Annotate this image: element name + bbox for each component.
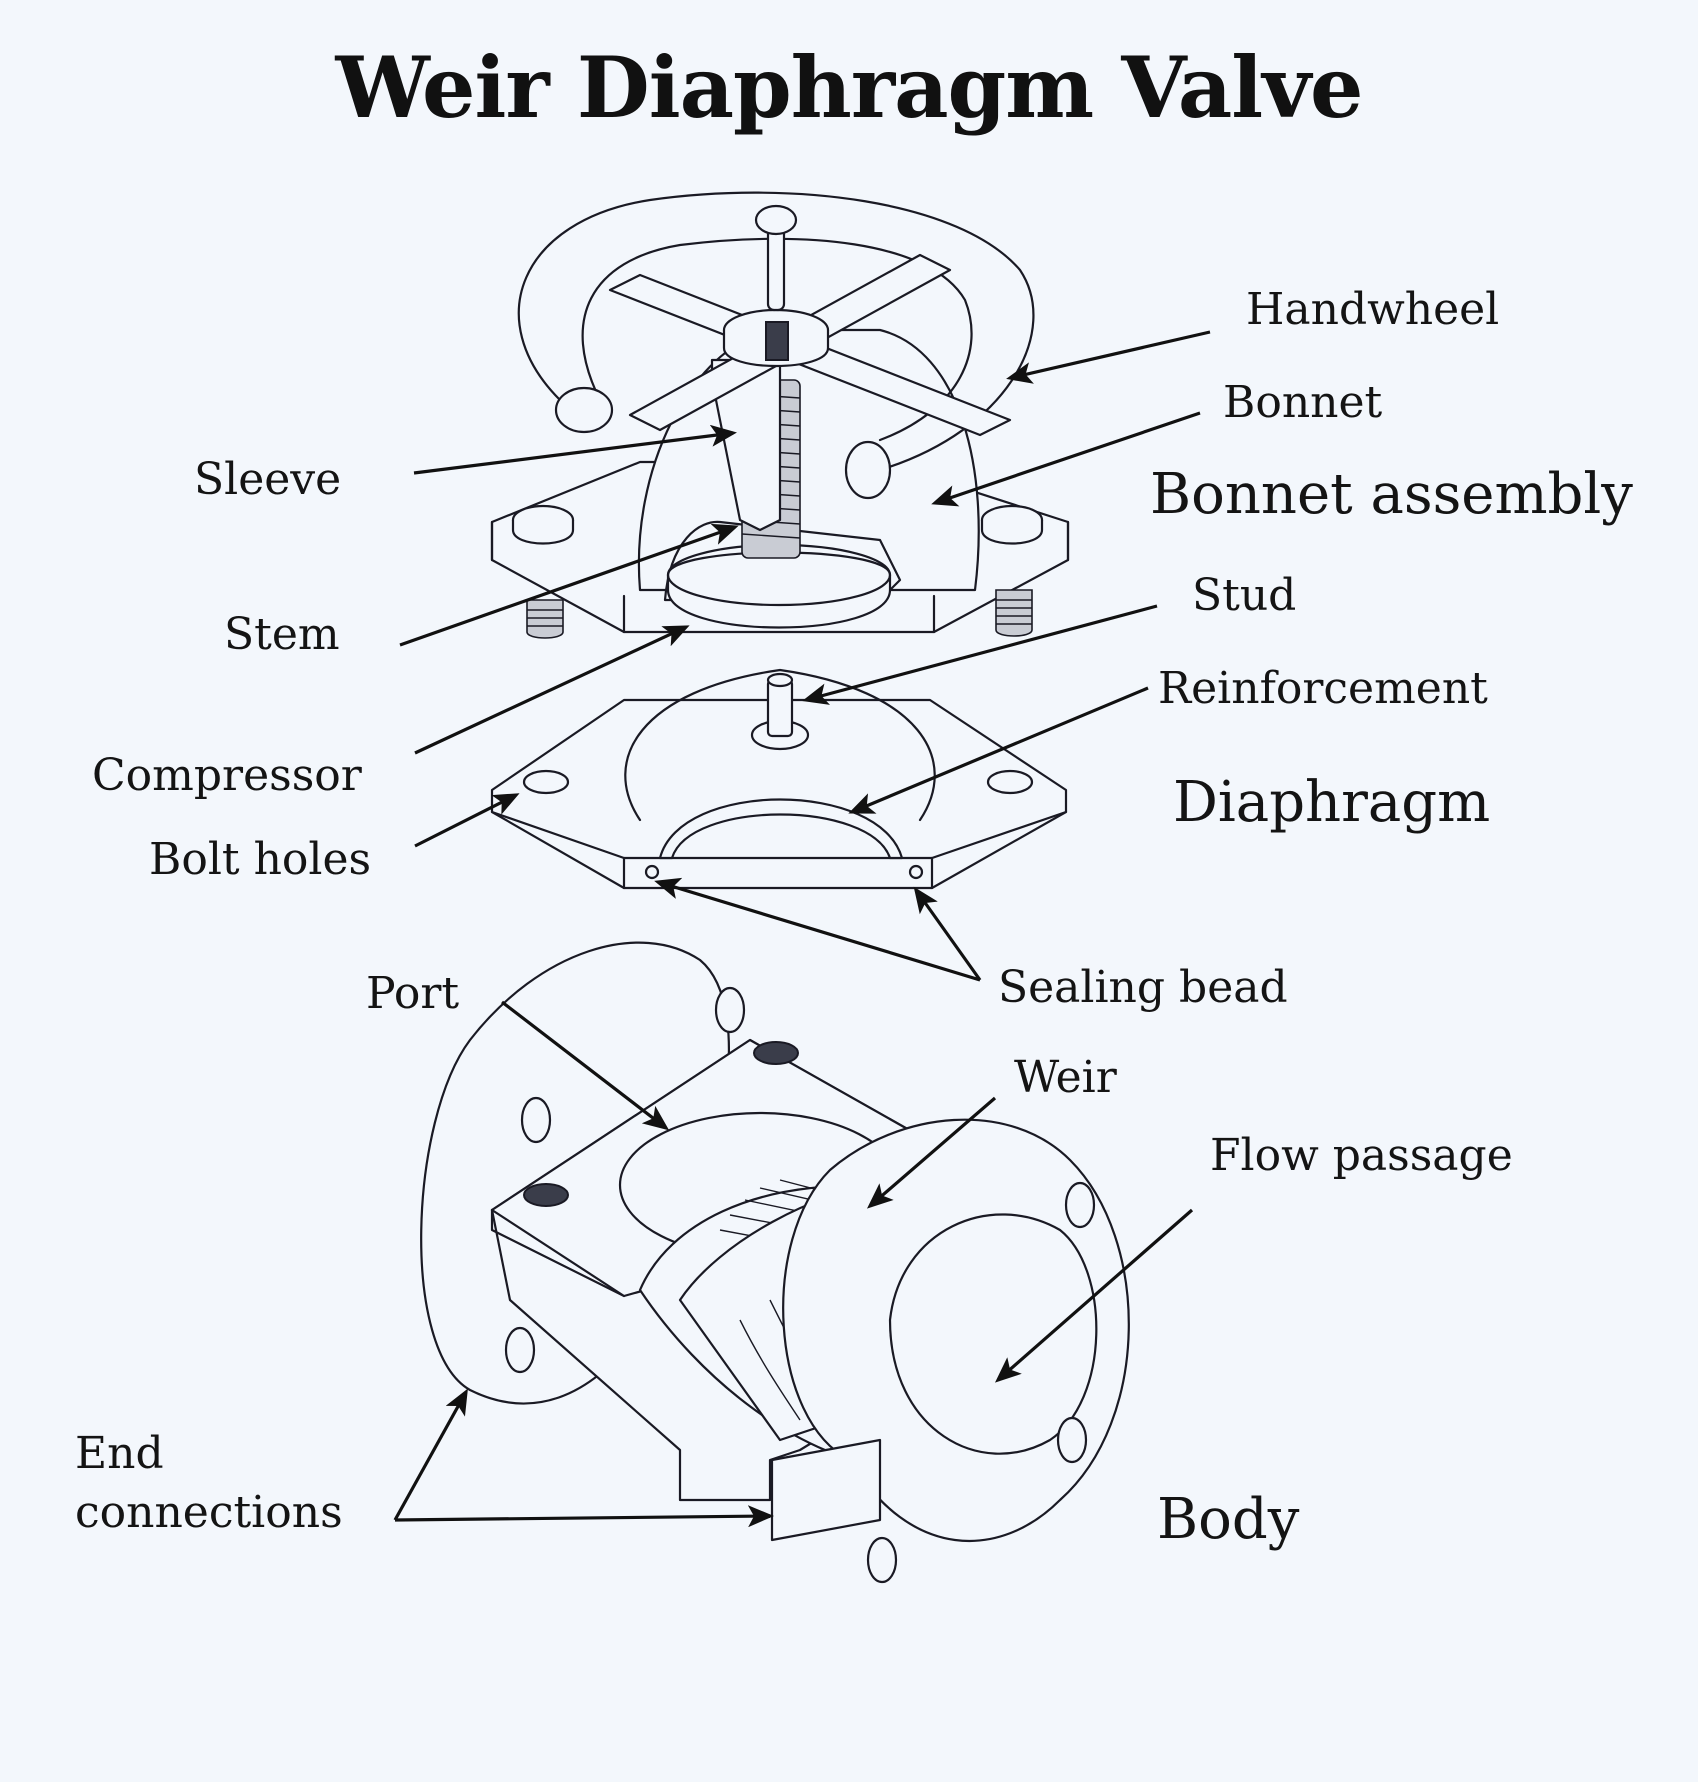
label-stem: Stem <box>224 609 340 660</box>
seat-bolt-hole-right <box>753 1041 799 1065</box>
label-end-connections-line2: connections <box>75 1487 343 1538</box>
label-weir: Weir <box>1014 1052 1117 1103</box>
page-title: Weir Diaphragm Valve <box>335 38 1364 137</box>
leader-lines <box>393 330 1211 1528</box>
handwheel-hub <box>722 308 830 367</box>
label-flow-passage: Flow passage <box>1210 1130 1513 1181</box>
bonnet-bolt-left <box>511 504 575 639</box>
label-bonnet: Bonnet <box>1223 377 1383 428</box>
bonnet-assembly-drawing <box>490 191 1070 639</box>
bolt-hole-right <box>986 769 1034 795</box>
label-reinforcement: Reinforcement <box>1158 663 1488 714</box>
body-drawing <box>420 941 1130 1584</box>
label-stud: Stud <box>1192 570 1297 621</box>
bolt-hole-left <box>522 769 570 795</box>
group-label-diaphragm: Diaphragm <box>1173 770 1491 835</box>
diaphragm-drawing <box>490 668 1068 890</box>
stud <box>750 672 810 751</box>
seat-bolt-hole-left <box>523 1183 569 1207</box>
label-sealing-bead: Sealing bead <box>998 962 1288 1013</box>
label-end-connections-line1: End <box>75 1428 164 1479</box>
label-sleeve: Sleeve <box>194 454 342 505</box>
label-compressor: Compressor <box>92 750 362 801</box>
diaphragm-dome <box>624 668 936 822</box>
group-label-body: Body <box>1157 1487 1300 1552</box>
group-label-bonnet-assembly: Bonnet assembly <box>1150 462 1633 527</box>
bonnet-bolt-right <box>980 504 1044 637</box>
label-bolt-holes: Bolt holes <box>149 834 372 885</box>
label-handwheel: Handwheel <box>1246 284 1500 335</box>
label-port: Port <box>366 968 460 1019</box>
reinforcement <box>658 798 904 860</box>
